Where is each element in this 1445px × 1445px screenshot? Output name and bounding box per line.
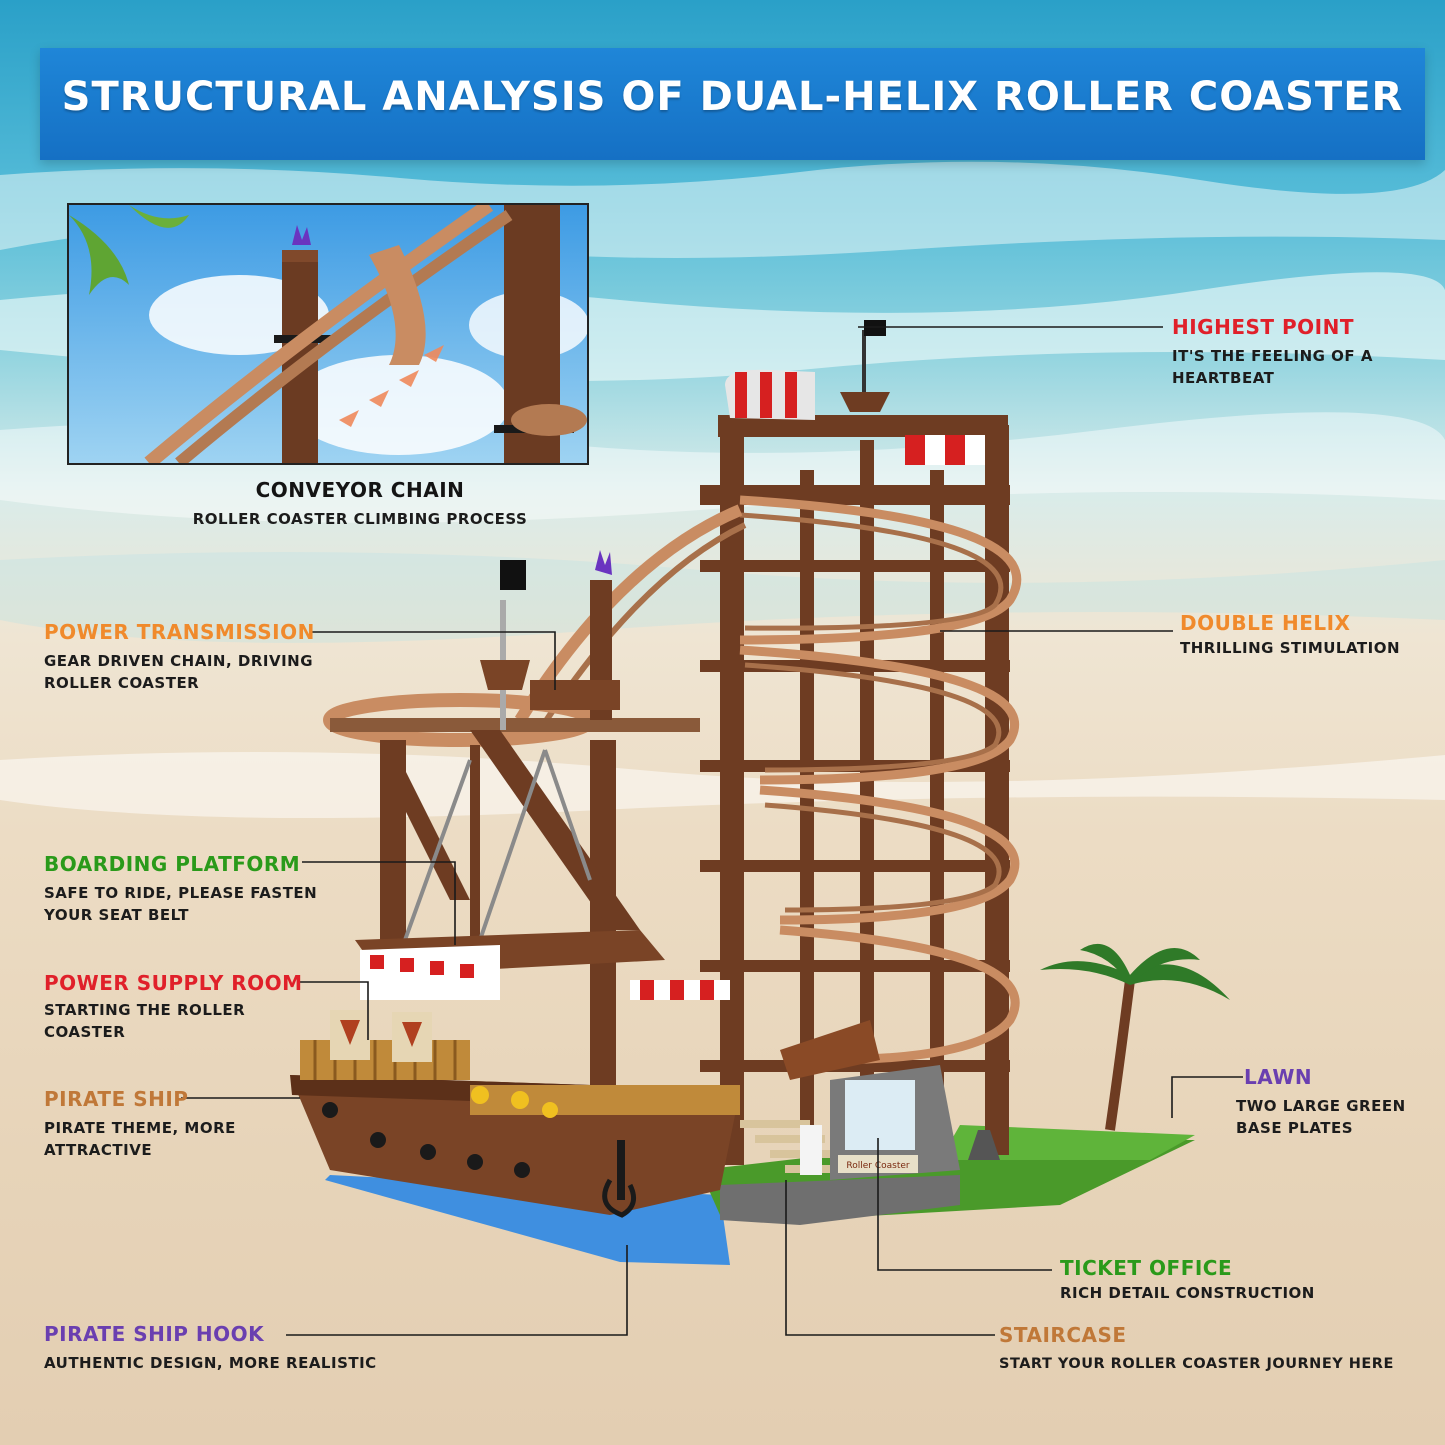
- callout-double-helix-desc: THRILLING STIMULATION: [1180, 639, 1401, 657]
- callout-conveyor: CONVEYOR CHAIN ROLLER COASTER CLIMBING P…: [150, 478, 570, 530]
- callout-highest-desc: IT'S THE FEELING OF A HEARTBEAT: [1172, 347, 1373, 387]
- callout-pirate-ship-title: PIRATE SHIP: [44, 1087, 189, 1111]
- callout-lawn: LAWN TWO LARGE GREEN BASE PLATES: [1236, 1065, 1426, 1139]
- callout-staircase-desc: START YOUR ROLLER COASTER JOURNEY HERE: [999, 1356, 1394, 1372]
- callout-double-helix: DOUBLE HELIX THRILLING STIMULATION: [1180, 611, 1420, 659]
- callout-pirate-ship: PIRATE SHIP PIRATE THEME, MORE ATTRACTIV…: [44, 1087, 264, 1161]
- callout-lawn-title: LAWN: [1244, 1065, 1313, 1089]
- callout-conveyor-title: CONVEYOR CHAIN: [255, 478, 465, 502]
- callout-power-supply-desc: STARTING THE ROLLER COASTER: [44, 1001, 246, 1041]
- leader-lawn: [1171, 1076, 1243, 1118]
- callout-highest: HIGHEST POINT IT'S THE FEELING OF A HEAR…: [1172, 315, 1402, 389]
- callout-power-transmission-title: POWER TRANSMISSION: [44, 620, 315, 644]
- callout-power-transmission: POWER TRANSMISSION GEAR DRIVEN CHAIN, DR…: [44, 620, 314, 694]
- callout-power-supply-title: POWER SUPPLY ROOM: [44, 971, 303, 995]
- callout-boarding: BOARDING PLATFORM SAFE TO RIDE, PLEASE F…: [44, 852, 324, 926]
- callout-boarding-desc: SAFE TO RIDE, PLEASE FASTEN YOUR SEAT BE…: [44, 884, 318, 924]
- callout-conveyor-desc: ROLLER COASTER CLIMBING PROCESS: [192, 510, 528, 528]
- callout-power-transmission-desc: GEAR DRIVEN CHAIN, DRIVING ROLLER COASTE…: [44, 652, 314, 692]
- callout-hook-title: PIRATE SHIP HOOK: [44, 1322, 265, 1346]
- callout-boarding-title: BOARDING PLATFORM: [44, 852, 301, 876]
- leader-staircase: [785, 1180, 995, 1336]
- leader-power-transmission: [311, 631, 556, 690]
- callout-staircase-title: STAIRCASE: [999, 1323, 1127, 1347]
- callout-pirate-ship-desc: PIRATE THEME, MORE ATTRACTIVE: [44, 1119, 236, 1159]
- callout-ticket-desc: RICH DETAIL CONSTRUCTION: [1060, 1284, 1315, 1302]
- gray-floor-plate: [720, 1175, 960, 1225]
- callout-ticket-title: TICKET OFFICE: [1060, 1256, 1233, 1280]
- callout-hook-desc: AUTHENTIC DESIGN, MORE REALISTIC: [44, 1354, 377, 1372]
- conveyor-chain-illustration: [69, 205, 587, 463]
- callout-hook: PIRATE SHIP HOOK AUTHENTIC DESIGN, MORE …: [44, 1322, 384, 1374]
- title-banner: STRUCTURAL ANALYSIS OF DUAL-HELIX ROLLER…: [40, 48, 1425, 160]
- callout-double-helix-title: DOUBLE HELIX: [1180, 611, 1351, 635]
- callout-lawn-desc: TWO LARGE GREEN BASE PLATES: [1236, 1097, 1406, 1137]
- conveyor-chain-inset: [67, 203, 589, 465]
- callout-ticket: TICKET OFFICE RICH DETAIL CONSTRUCTION: [1060, 1256, 1350, 1304]
- page-title: STRUCTURAL ANALYSIS OF DUAL-HELIX ROLLER…: [61, 74, 1404, 120]
- leader-power-supply: [300, 981, 369, 1040]
- callout-power-supply: POWER SUPPLY ROOM STARTING THE ROLLER CO…: [44, 971, 303, 1043]
- leader-hook: [286, 1245, 628, 1336]
- callout-staircase: STAIRCASE START YOUR ROLLER COASTER JOUR…: [999, 1323, 1419, 1375]
- leader-boarding: [302, 861, 456, 945]
- leader-ticket: [877, 1138, 1052, 1271]
- callout-highest-title: HIGHEST POINT: [1172, 315, 1354, 339]
